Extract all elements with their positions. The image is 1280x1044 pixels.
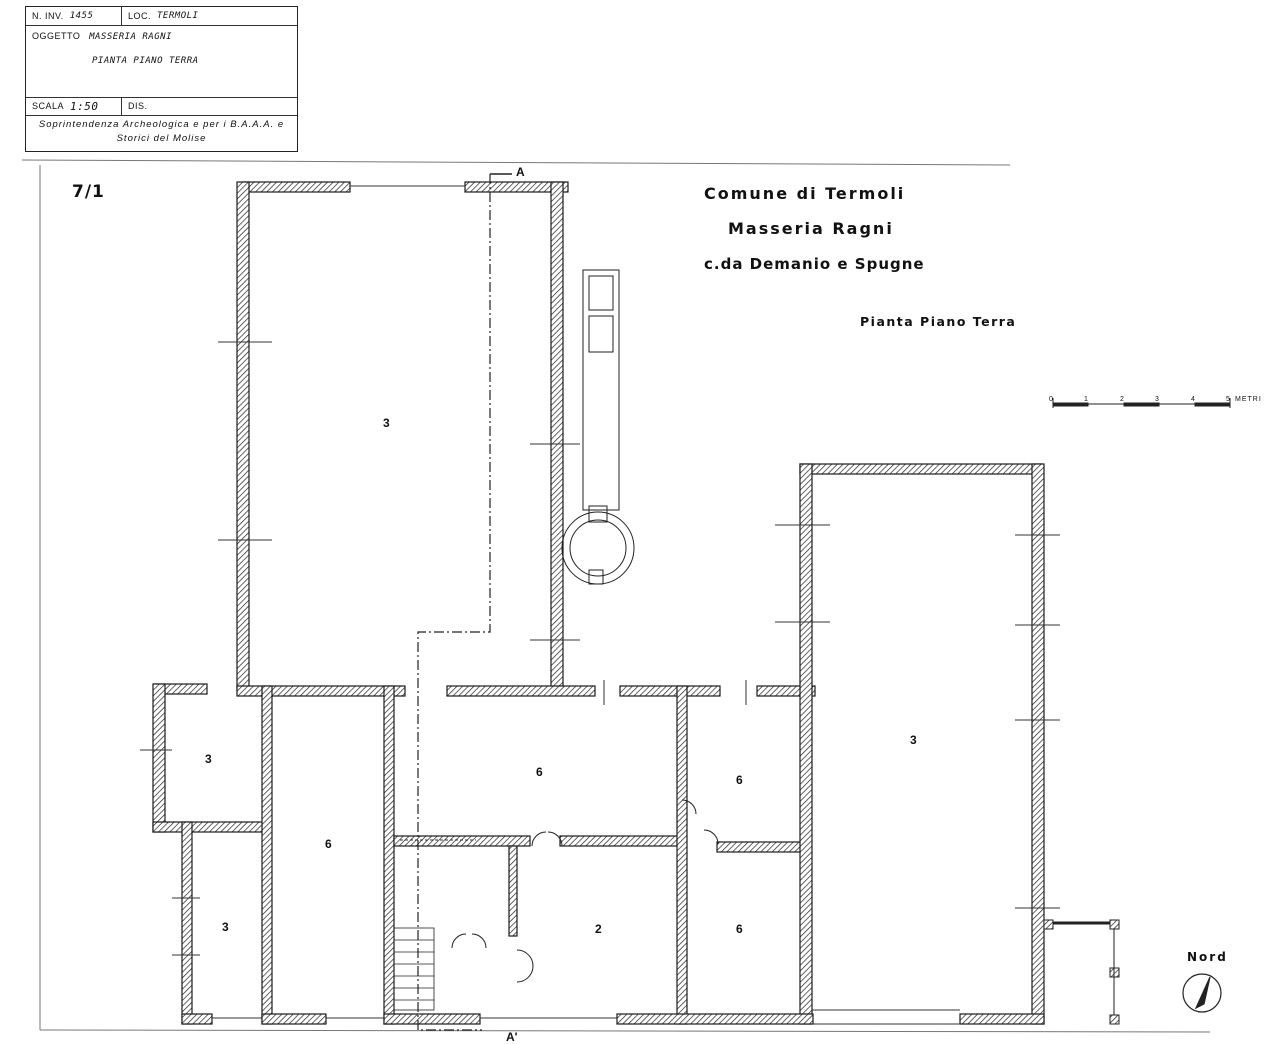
north-arrow-icon	[1182, 973, 1222, 1013]
portico	[1043, 919, 1120, 1025]
room-label-east-lower: 6	[736, 922, 743, 936]
wall-west-upper-left	[152, 683, 166, 833]
scale-unit: METRI	[1235, 396, 1262, 403]
loc-label: LOC.	[128, 11, 152, 21]
scale-tick-5: 5	[1226, 396, 1230, 403]
wall-east-spine	[676, 685, 688, 1025]
scale-tick-0: 0	[1049, 396, 1053, 403]
sheet-number: 7/1	[72, 182, 105, 202]
wall-mid-horizontal-1	[236, 685, 406, 697]
wall-north-hall-left	[236, 181, 250, 691]
scale-tick-2: 2	[1120, 396, 1124, 403]
wall-west-lower-left	[181, 821, 193, 1025]
room-label-north-hall: 3	[383, 416, 390, 430]
section-mark-top: A	[516, 165, 525, 179]
wall-east-wing-left	[799, 463, 813, 1025]
pianta-value: PIANTA PIANO TERRA	[92, 56, 199, 66]
wall-east-wing-top	[799, 463, 1043, 475]
scala-value: 1:50	[70, 99, 99, 113]
subtitle: Pianta Piano Terra	[860, 314, 1017, 329]
scale-bar-graphic	[1052, 398, 1231, 408]
wall-bottom-1	[261, 1013, 327, 1025]
scale-tick-1: 1	[1084, 396, 1088, 403]
wall-mid-horizontal-3	[619, 685, 721, 697]
oggetto-label: OGGETTO	[32, 31, 81, 41]
wall-west-mid	[152, 821, 268, 833]
room-label-east-wing: 3	[910, 733, 917, 747]
wall-bottom-4	[959, 1013, 1045, 1025]
wall-central-mid2	[559, 835, 681, 847]
wall-mid-horizontal-4	[756, 685, 816, 697]
room-label-central-lower: 2	[595, 922, 602, 936]
doors	[451, 799, 719, 983]
staircase	[393, 927, 435, 1011]
scala-label: SCALA	[32, 101, 65, 111]
wall-central-left	[383, 685, 395, 1025]
inv-value: 1455	[69, 11, 94, 21]
title-line-3: c.da Demanio e Spugne	[704, 255, 925, 273]
loc-value: TERMOLI	[157, 11, 199, 21]
room-label-west-lower: 3	[222, 920, 229, 934]
wall-inner-stair	[508, 845, 518, 937]
room-label-central-hall: 6	[536, 765, 543, 779]
openings	[140, 185, 1060, 1025]
room-label-east-upper: 6	[736, 773, 743, 787]
wall-east-wing-right	[1031, 463, 1045, 1025]
sheet-frame	[21, 159, 1211, 1033]
wall-west-spine	[261, 685, 273, 1025]
well-trough	[561, 269, 635, 585]
wall-mid-horizontal-2	[446, 685, 596, 697]
institution-line-1: Soprintendenza Archeologica e per i B.A.…	[38, 119, 285, 130]
wall-east-mid	[716, 841, 810, 853]
section-mark-bottom: A'	[506, 1030, 518, 1044]
walls	[152, 181, 1045, 1025]
wall-bottom-2	[383, 1013, 481, 1025]
dis-label: DIS.	[128, 101, 148, 111]
wall-north-hall-right	[550, 181, 564, 691]
wall-north-hall-top-left	[243, 181, 351, 193]
institution-line-2: Storici del Molise	[116, 133, 207, 144]
room-label-corridor: 6	[325, 837, 332, 851]
inv-label: N. INV.	[32, 11, 64, 21]
title-line-2: Masseria Ragni	[728, 219, 894, 238]
section-line	[417, 174, 491, 1031]
title-card: N. INV. 1455 LOC. TERMOLI OGGETTO MASSER…	[25, 6, 298, 152]
wall-central-mid	[393, 835, 531, 847]
north-label: Nord	[1187, 950, 1228, 964]
wall-west-bottom	[181, 1013, 213, 1025]
title-line-1: Comune di Termoli	[704, 184, 906, 203]
room-label-west-upper: 3	[205, 752, 212, 766]
scale-tick-3: 3	[1155, 396, 1159, 403]
scale-tick-4: 4	[1191, 396, 1195, 403]
wall-north-hall-top-right	[464, 181, 569, 193]
oggetto-value: MASSERIA RAGNI	[89, 32, 172, 42]
wall-bottom-3	[616, 1013, 814, 1025]
